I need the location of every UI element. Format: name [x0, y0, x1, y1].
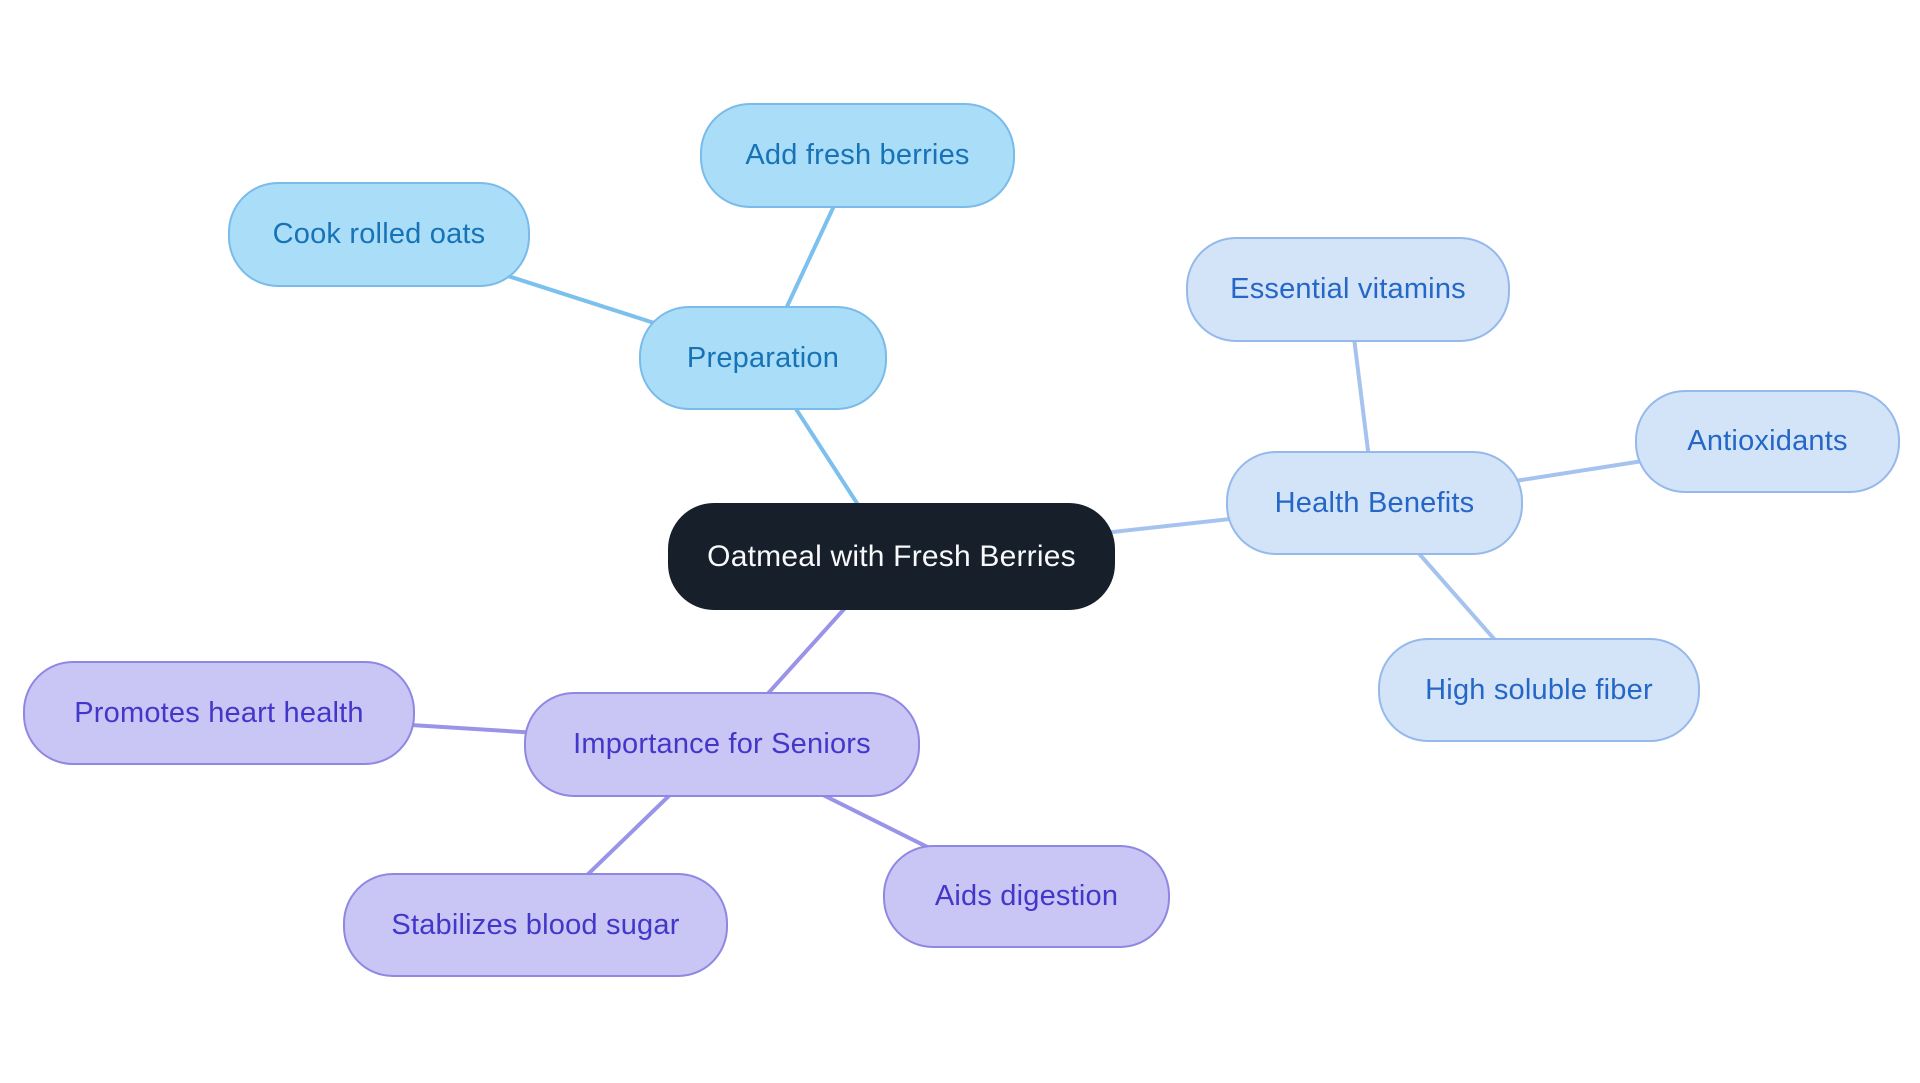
- node-essential-vitamins: Essential vitamins: [1186, 237, 1510, 342]
- node-aids-digestion: Aids digestion: [883, 845, 1170, 948]
- node-high-soluble-fiber: High soluble fiber: [1378, 638, 1700, 742]
- node-health-benefits: Health Benefits: [1226, 451, 1523, 555]
- node-antioxidants: Antioxidants: [1635, 390, 1900, 493]
- node-promotes-heart-health: Promotes heart health: [23, 661, 415, 765]
- node-importance-for-seniors: Importance for Seniors: [524, 692, 920, 797]
- node-stabilizes-blood-sugar: Stabilizes blood sugar: [343, 873, 728, 977]
- node-preparation: Preparation: [639, 306, 887, 410]
- node-add-fresh-berries: Add fresh berries: [700, 103, 1015, 208]
- node-cook-rolled-oats: Cook rolled oats: [228, 182, 530, 287]
- node-root-oatmeal-with-fresh-berries: Oatmeal with Fresh Berries: [668, 503, 1115, 610]
